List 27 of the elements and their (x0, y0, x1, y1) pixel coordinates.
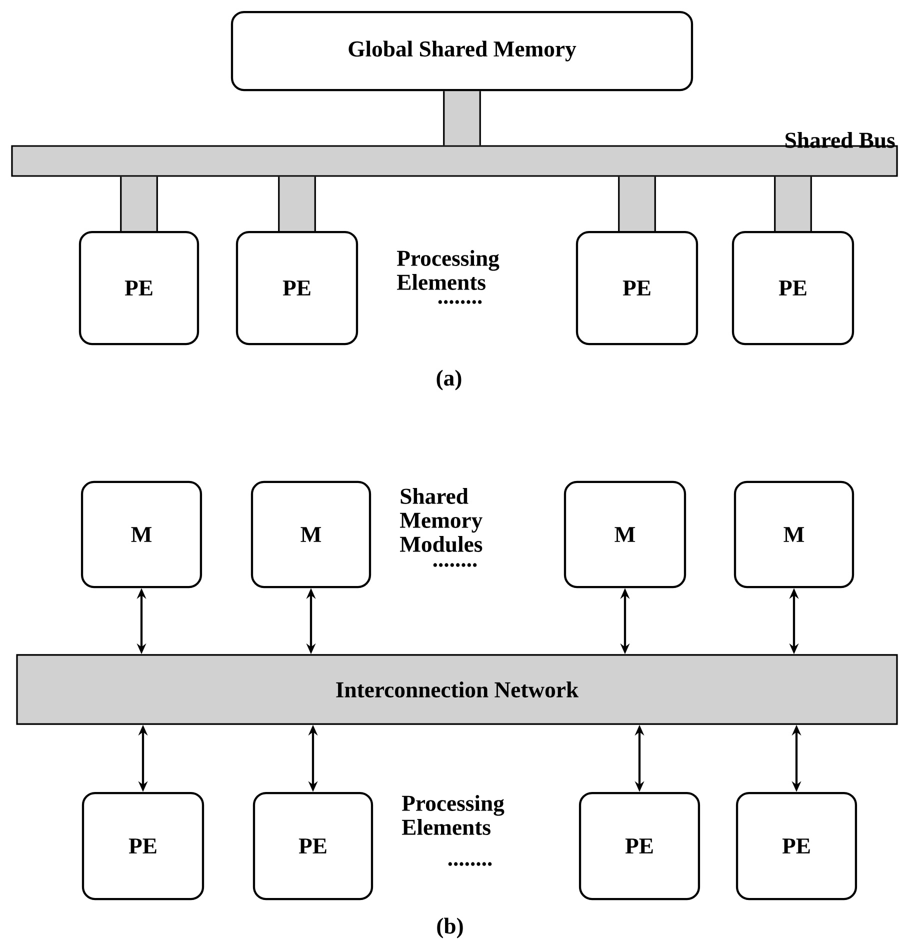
rounded-box: PE (576, 230, 698, 346)
rounded-box: PE (236, 230, 358, 346)
group-label: Shared Memory Modules (400, 488, 482, 552)
bus-connector (774, 176, 812, 231)
panel-caption: (b) (437, 918, 463, 938)
rounded-box: M (80, 480, 202, 588)
rounded-box: Global Shared Memory (230, 10, 694, 92)
ellipsis-dots: ........ (433, 563, 477, 567)
bus-connector (120, 176, 158, 231)
network-bar: Interconnection Network (16, 654, 898, 725)
rounded-box: PE (578, 792, 700, 900)
rounded-box: PE (252, 792, 374, 900)
ellipsis-dots: ........ (438, 300, 482, 304)
rounded-box: M (564, 480, 686, 588)
bus-connector (618, 176, 656, 231)
rounded-box: M (250, 480, 372, 588)
bus-connector (278, 176, 316, 231)
rounded-box: M (734, 480, 854, 588)
rounded-box: PE (732, 230, 854, 346)
bus-connector (443, 91, 481, 146)
group-label: Processing Elements (402, 795, 504, 835)
rounded-box: PE (78, 230, 200, 346)
panel-caption: (a) (436, 370, 462, 390)
rounded-box: PE (736, 792, 858, 900)
ellipsis-dots: ........ (448, 862, 492, 866)
rounded-box: PE (82, 792, 204, 900)
group-label: Processing Elements (397, 250, 500, 290)
